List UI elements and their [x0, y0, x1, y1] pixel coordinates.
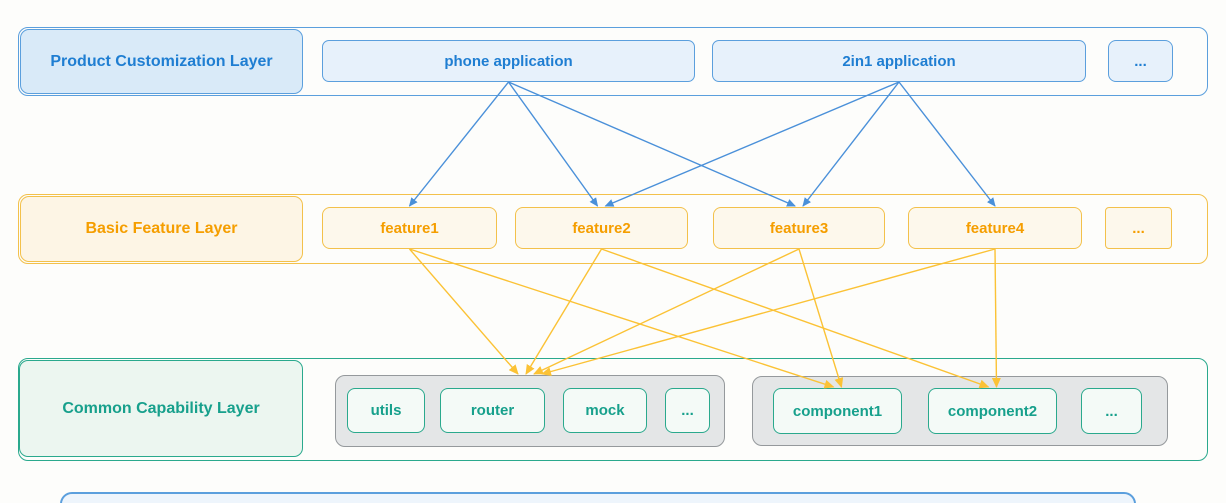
- node-component1-text: component1: [792, 402, 883, 420]
- capability-layer-label-text: Common Capability Layer: [62, 399, 260, 417]
- node-mock: mock: [563, 388, 647, 433]
- node-2in1-application: 2in1 application: [712, 40, 1086, 82]
- node-feature2: feature2: [515, 207, 688, 249]
- node-feature2-text: feature2: [572, 219, 631, 237]
- edge-twoin1-to-feature4: [898, 81, 996, 207]
- node-phone-application-text: phone application: [444, 52, 573, 70]
- edge-feature4-to-group1: [541, 248, 996, 376]
- node-feature3: feature3: [713, 207, 885, 249]
- node-components-group-ellipsis: ...: [1081, 388, 1142, 434]
- node-feature3-text: feature3: [769, 219, 829, 237]
- node-product-ellipsis: ...: [1108, 40, 1173, 82]
- node-components-group-ellipsis-text: ...: [1105, 402, 1118, 420]
- product-layer-label-text: Product Customization Layer: [50, 52, 273, 70]
- product-layer-label: Product Customization Layer: [20, 29, 303, 94]
- node-component1: component1: [773, 388, 902, 434]
- node-feature4-text: feature4: [965, 219, 1025, 237]
- capability-layer-label: Common Capability Layer: [19, 360, 303, 457]
- node-router: router: [440, 388, 545, 433]
- node-component2-text: component2: [947, 402, 1038, 420]
- edge-twoin1-to-feature2: [604, 81, 900, 207]
- feature-layer-label-text: Basic Feature Layer: [85, 220, 238, 237]
- node-utils-text: utils: [370, 402, 402, 419]
- node-phone-application: phone application: [322, 40, 695, 82]
- node-feature-ellipsis: ...: [1105, 207, 1172, 249]
- node-2in1-application-text: 2in1 application: [842, 52, 956, 70]
- node-mock-text: mock: [585, 402, 625, 419]
- node-component2: component2: [928, 388, 1057, 434]
- node-feature1: feature1: [322, 207, 497, 249]
- edge-feature2-to-group1: [525, 248, 603, 375]
- edge-twoin1-to-feature3: [802, 81, 900, 207]
- node-utils-group-ellipsis: ...: [665, 388, 710, 433]
- node-utils-group-ellipsis-text: ...: [681, 402, 694, 419]
- edge-phone-to-feature2: [507, 81, 599, 207]
- feature-layer-label: Basic Feature Layer: [20, 196, 303, 262]
- node-utils: utils: [347, 388, 425, 433]
- node-feature1-text: feature1: [380, 219, 439, 237]
- edge-feature1-to-group1: [408, 248, 519, 375]
- edge-phone-to-feature3: [508, 81, 796, 207]
- cut-off-box-edge: [60, 492, 1136, 503]
- edge-feature3-to-group1: [533, 248, 800, 375]
- node-feature4: feature4: [908, 207, 1082, 249]
- node-product-ellipsis-text: ...: [1134, 52, 1147, 70]
- node-feature-ellipsis-text: ...: [1132, 219, 1145, 237]
- edge-phone-to-feature1: [408, 81, 510, 207]
- node-router-text: router: [470, 402, 515, 419]
